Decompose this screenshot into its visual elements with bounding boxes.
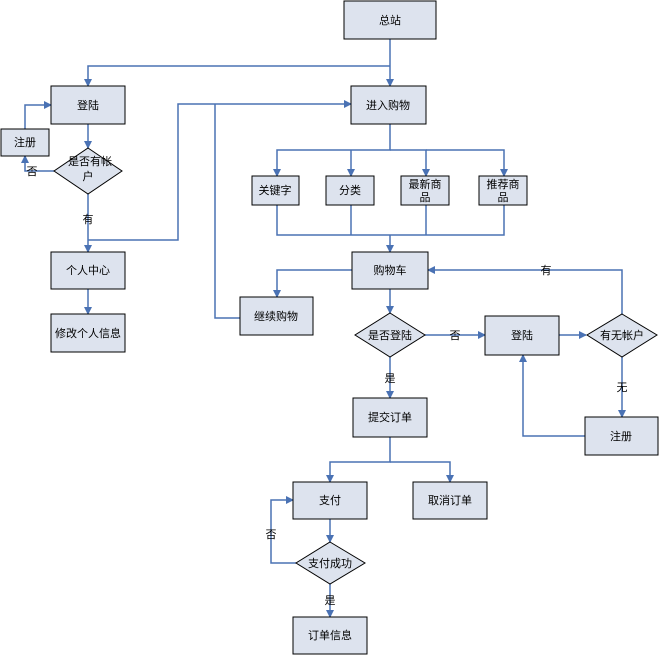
edge-enter-to-recommended (426, 149, 508, 177)
node-submit-order-label: 提交订单 (368, 410, 412, 424)
node-account-exists-decision-label: 有无帐户 (600, 328, 644, 342)
edge-account-exists-to-cart (427, 266, 623, 314)
node-logged-in-decision-label: 是否登陆 (368, 328, 412, 342)
node-enter-shopping: 进入购物 (350, 85, 427, 125)
edge-submit-to-pay (326, 437, 391, 483)
label-logged-in-yes: 是 (385, 372, 396, 385)
label-no-account-left: 否 (27, 165, 38, 178)
edge-main-to-login-left (84, 65, 390, 87)
label-pay-success: 是 (325, 594, 336, 607)
label-pay-failed: 否 (266, 528, 277, 541)
node-login-right: 登陆 (484, 315, 560, 356)
label-has-account-left: 有 (83, 212, 94, 226)
node-shopping-cart-label: 购物车 (374, 263, 407, 277)
node-pay: 支付 (292, 481, 368, 520)
edge-enter-to-distribution (273, 124, 391, 177)
node-payment-success-decision-label: 支付成功 (308, 557, 352, 570)
edge-branch-to-enter-shopping (88, 100, 352, 241)
node-register-left-label: 注册 (14, 135, 36, 149)
node-continue-shopping-label: 继续购物 (254, 309, 298, 323)
node-recommended-products-label-2: 品 (498, 191, 509, 204)
node-shopping-cart: 购物车 (351, 251, 429, 290)
node-has-account-label-2: 户 (83, 169, 94, 183)
edge-submit-to-cancel (390, 461, 454, 483)
node-cancel-order: 取消订单 (412, 481, 488, 520)
label-no-account-right: 无 (617, 381, 628, 394)
label-has-account-right: 有 (541, 263, 552, 277)
node-personal-center-label: 个人中心 (66, 264, 110, 277)
node-order-info: 订单信息 (292, 616, 368, 655)
node-recommended-products: 推荐商 品 (478, 175, 528, 206)
node-submit-order: 提交订单 (352, 397, 428, 438)
node-login-left-label: 登陆 (77, 98, 99, 112)
node-register-right: 注册 (584, 416, 659, 456)
edge-register-to-login-left (24, 101, 52, 129)
node-login-left: 登陆 (50, 85, 126, 125)
node-payment-success-decision: 支付成功 (295, 541, 366, 585)
node-enter-shopping-label: 进入购物 (366, 98, 410, 112)
node-main-station-label: 总站 (379, 13, 401, 27)
node-edit-personal-info-label: 修改个人信息 (55, 326, 121, 340)
node-register-right-label: 注册 (610, 429, 632, 443)
edge-cart-to-continue (273, 269, 352, 298)
edge-labels: 否 有 否 有 无 是 否 是 (27, 165, 628, 607)
node-account-exists-decision: 有无帐户 (586, 313, 658, 358)
node-pay-label: 支付 (319, 494, 341, 507)
node-recommended-products-label-1: 推荐商 (487, 177, 520, 191)
node-cancel-order-label: 取消订单 (428, 493, 472, 507)
label-not-logged-in: 否 (450, 329, 461, 342)
node-logged-in-decision: 是否登陆 (354, 312, 426, 358)
node-login-right-label: 登陆 (511, 328, 533, 342)
node-continue-shopping: 继续购物 (239, 296, 314, 336)
edge-to-cart-collect (276, 205, 505, 236)
node-has-account-label-1: 是否有帐 (68, 154, 112, 168)
node-newest-products: 最新商 品 (400, 175, 450, 206)
node-category: 分类 (325, 175, 375, 206)
edge-continue-shopping-to-enter (214, 104, 240, 319)
edge-has-account-to-register-left (21, 155, 54, 172)
node-category-label: 分类 (339, 183, 361, 197)
node-personal-center: 个人中心 (50, 251, 126, 290)
node-newest-products-label-1: 最新商 (409, 177, 442, 191)
edge-register-right-to-login-right (519, 354, 585, 437)
node-newest-products-label-2: 品 (420, 191, 431, 204)
node-has-account-decision: 是否有帐 户 (53, 147, 123, 195)
node-register-left: 注册 (0, 128, 50, 157)
edges (21, 39, 626, 618)
node-keyword: 关键字 (251, 175, 300, 206)
node-edit-personal-info: 修改个人信息 (50, 313, 126, 353)
node-order-info-label: 订单信息 (308, 628, 352, 642)
node-keyword-label: 关键字 (259, 183, 292, 197)
node-main-station: 总站 (343, 0, 437, 40)
edge-enter-to-newest (390, 149, 430, 177)
edge-success-to-pay-retry (270, 496, 296, 564)
